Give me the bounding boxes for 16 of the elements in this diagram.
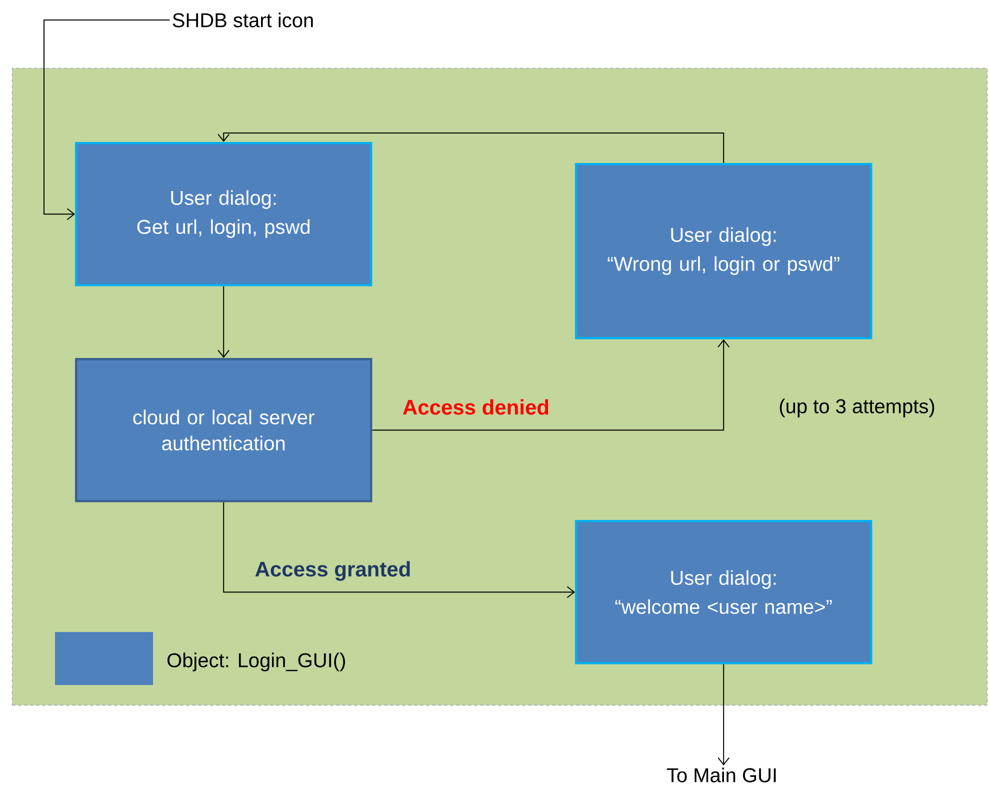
process-box: User dialog: Get url, login, pswd: [75, 142, 372, 286]
edge-label: Access denied: [401, 398, 551, 416]
arrow: [44, 20, 170, 220]
terminal-text: SHDB start icon: [172, 12, 313, 28]
arrow: [223, 502, 575, 598]
legend-text: Object: Login_GUI(): [167, 652, 345, 672]
process-box: cloud or local server authentication: [75, 358, 372, 502]
note-text: (up to 3 attempts): [780, 398, 934, 418]
terminal-text: To Main GUI: [666, 768, 776, 782]
edge-label: Access granted: [254, 560, 412, 582]
arrow: [372, 339, 730, 431]
arrow: [718, 664, 730, 766]
process-box: User dialog: “Wrong url, login or pswd”: [575, 163, 872, 340]
arrow: [218, 132, 724, 164]
arrow: [218, 286, 230, 358]
process-box: User dialog: “welcome <user name>”: [575, 520, 872, 664]
